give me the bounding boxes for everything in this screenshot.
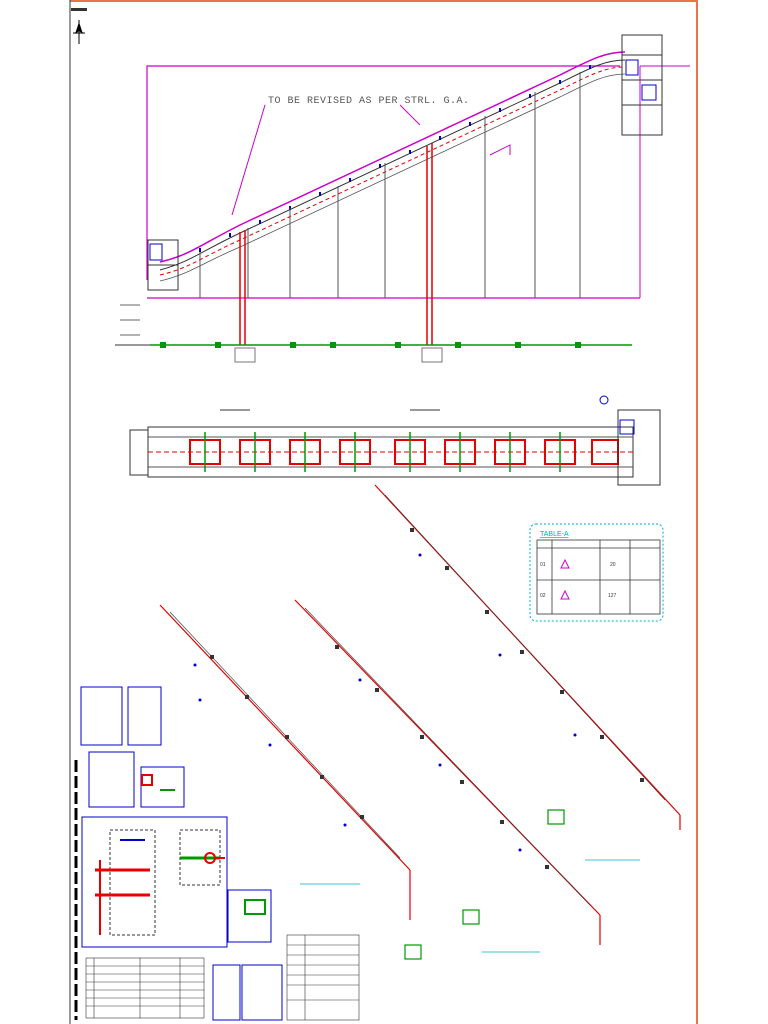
bill-of-material [85,957,205,1019]
elevation-view: TO BE REVISED AS PER STRL. G.A. [115,34,690,363]
table-a-row-sr: 01 [540,562,546,568]
table-a-row-qty: 20 [610,562,616,568]
table-a-row-sr: 02 [540,593,546,599]
table-a-row-qty: 127 [608,593,617,599]
sheet-border [69,0,698,1024]
title-block [286,934,360,1021]
revision-note: TO BE REVISED AS PER STRL. G.A. [268,96,470,107]
isometric-views [159,484,681,960]
plan-view [129,395,661,486]
detail-panels [80,686,283,1021]
pump-detail [95,774,266,936]
north-arrow-icon [71,8,87,44]
table-a: TABLE-A 01 20 02 127 [529,523,664,622]
table-a-title: TABLE-A [540,531,569,538]
